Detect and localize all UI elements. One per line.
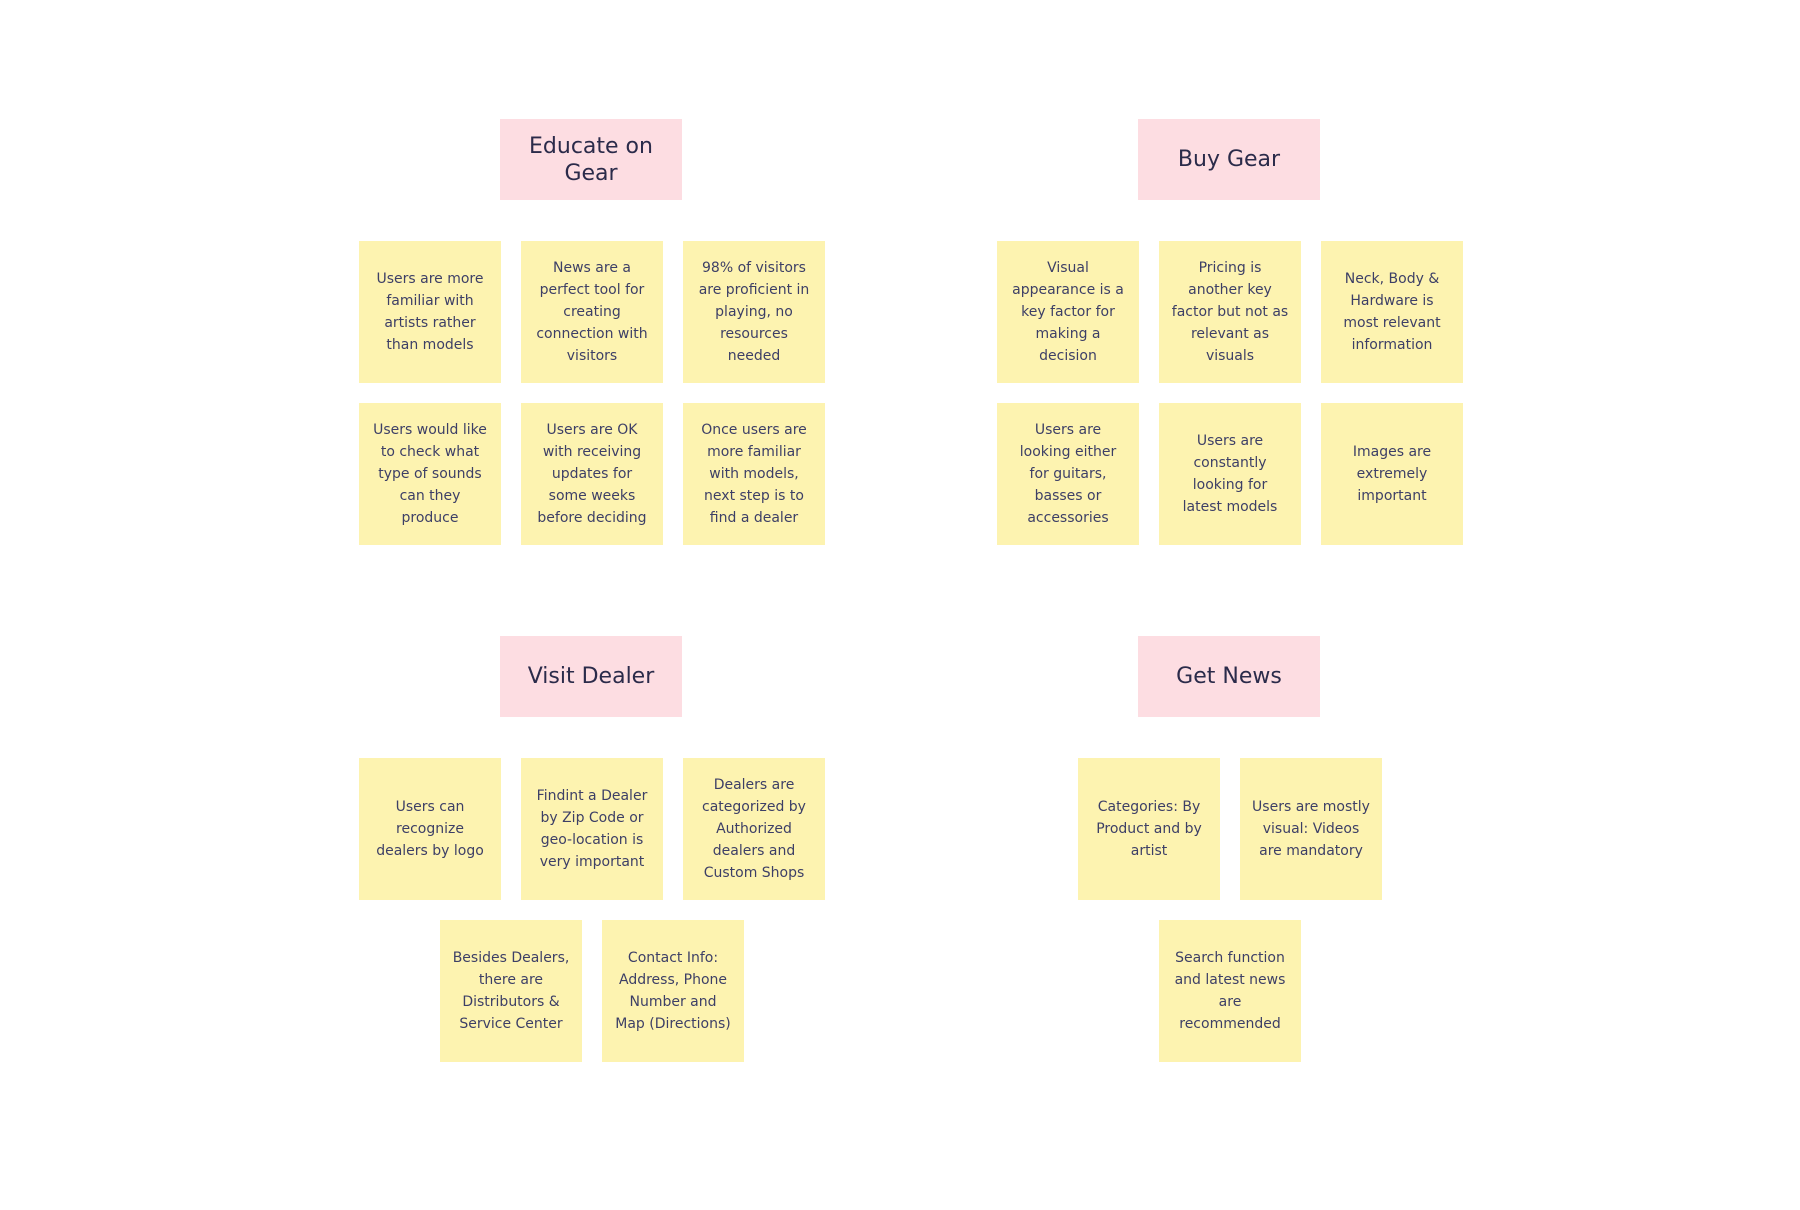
cluster-header-educate-on-gear[interactable]: Educate on Gear <box>500 119 682 200</box>
sticky-note[interactable]: Users are OK with receiving updates for … <box>521 403 663 545</box>
sticky-note[interactable]: Pricing is another key factor but not as… <box>1159 241 1301 383</box>
sticky-note[interactable]: Images are extremely important <box>1321 403 1463 545</box>
sticky-note[interactable]: 98% of visitors are proficient in playin… <box>683 241 825 383</box>
sticky-note[interactable]: Dealers are categorized by Authorized de… <box>683 758 825 900</box>
sticky-note[interactable]: Neck, Body & Hardware is most relevant i… <box>1321 241 1463 383</box>
cluster-header-get-news[interactable]: Get News <box>1138 636 1320 717</box>
sticky-note[interactable]: Findint a Dealer by Zip Code or geo-loca… <box>521 758 663 900</box>
sticky-note[interactable]: Users are more familiar with artists rat… <box>359 241 501 383</box>
sticky-note[interactable]: Besides Dealers, there are Distributors … <box>440 920 582 1062</box>
sticky-note[interactable]: Once users are more familiar with models… <box>683 403 825 545</box>
sticky-note[interactable]: Categories: By Product and by artist <box>1078 758 1220 900</box>
sticky-note[interactable]: Users are mostly visual: Videos are mand… <box>1240 758 1382 900</box>
sticky-note[interactable]: Users are constantly looking for latest … <box>1159 403 1301 545</box>
sticky-note[interactable]: Users would like to check what type of s… <box>359 403 501 545</box>
cluster-header-buy-gear[interactable]: Buy Gear <box>1138 119 1320 200</box>
sticky-note[interactable]: News are a perfect tool for creating con… <box>521 241 663 383</box>
sticky-note[interactable]: Users can recognize dealers by logo <box>359 758 501 900</box>
sticky-note[interactable]: Users are looking either for guitars, ba… <box>997 403 1139 545</box>
sticky-note[interactable]: Search function and latest news are reco… <box>1159 920 1301 1062</box>
sticky-note[interactable]: Visual appearance is a key factor for ma… <box>997 241 1139 383</box>
sticky-note[interactable]: Contact Info: Address, Phone Number and … <box>602 920 744 1062</box>
cluster-header-visit-dealer[interactable]: Visit Dealer <box>500 636 682 717</box>
